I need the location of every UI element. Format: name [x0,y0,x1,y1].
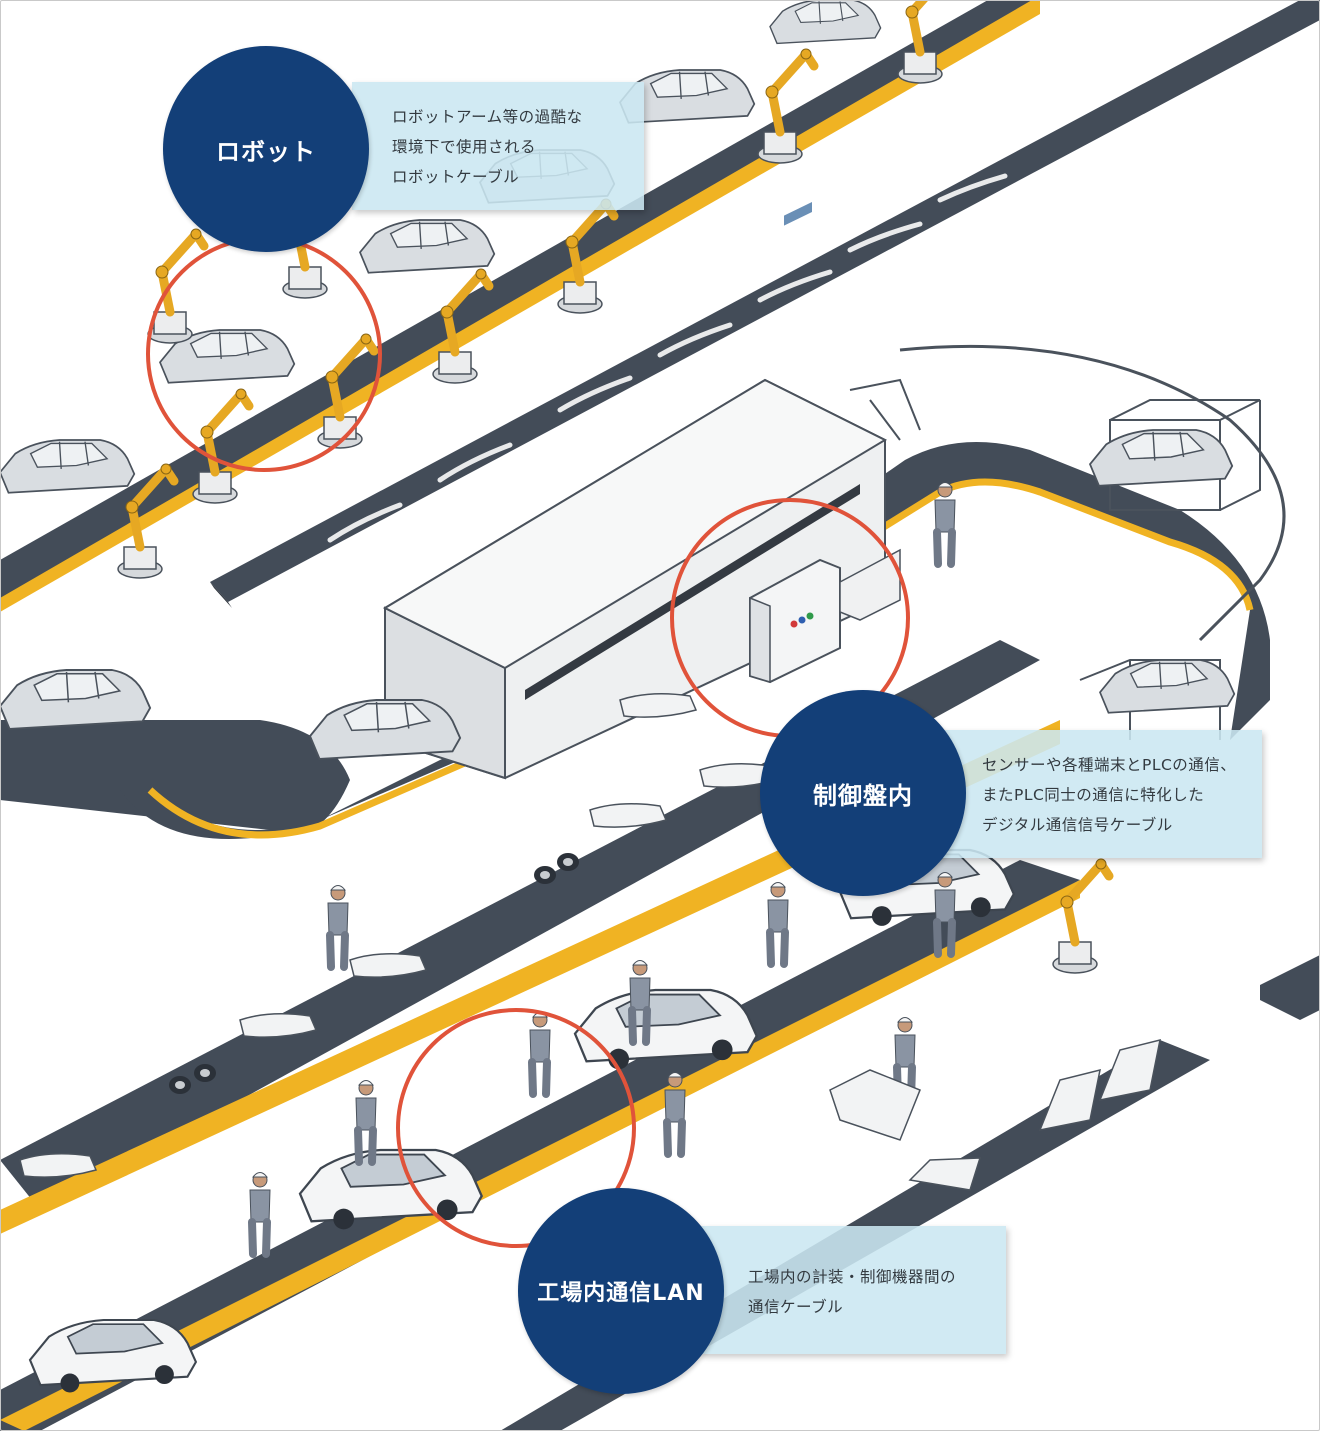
robot-callout-box: ロボットアーム等の過酷な 環境下で使用される ロボットケーブル [352,82,644,210]
lan-callout-line: 工場内の計装・制御機器間の [748,1268,957,1286]
robot-label-circle: ロボット [163,46,369,252]
lan-callout-line: 通信ケーブル [748,1298,844,1316]
control-panel-label-circle: 制御盤内 [760,690,966,896]
control-panel-label: 制御盤内 [813,781,913,810]
lan-label: 工場内通信LAN [537,1281,705,1306]
control-panel-callout-line: デジタル通信信号ケーブル [982,816,1173,834]
robot-callout-line: ロボットアーム等の過酷な [392,108,583,126]
robot-callout-line: ロボットケーブル [392,168,520,186]
lan-label-circle: 工場内通信LAN [518,1188,724,1394]
control-panel-callout-box: センサーや各種端末とPLCの通信、 またPLC同士の通信に特化した デジタル通信… [930,730,1262,858]
control-panel-callout-line: センサーや各種端末とPLCの通信、 [982,756,1237,774]
lan-highlight-ring [396,1008,636,1248]
robot-callout-line: 環境下で使用される [392,138,537,156]
robot-label: ロボット [216,137,316,166]
lan-callout-box: 工場内の計装・制御機器間の 通信ケーブル [700,1226,1006,1354]
robot-highlight-ring [146,236,382,472]
control-panel-callout-line: またPLC同士の通信に特化した [982,786,1205,804]
